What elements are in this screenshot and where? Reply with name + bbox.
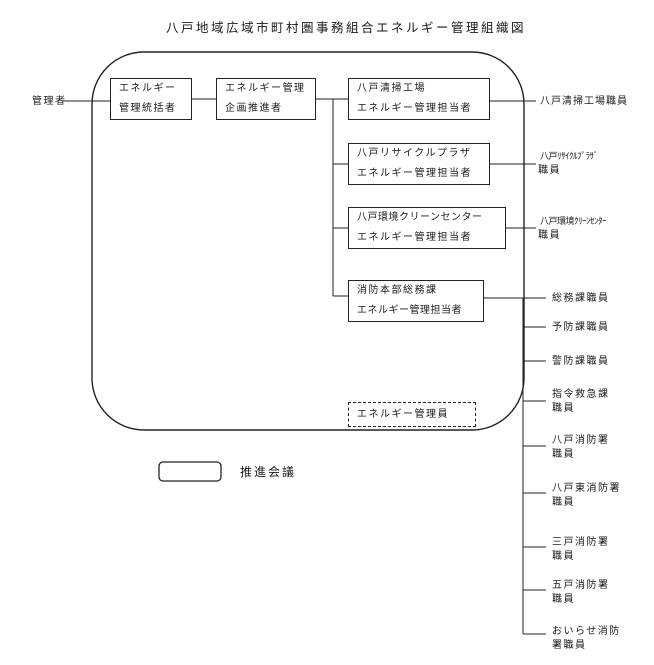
shobo-box: 消防本部総務課 エネルギー管理担当者 — [348, 280, 484, 322]
kankyo-line1: 八戸環境クリーンセンター — [357, 212, 483, 223]
fire-dept-label: 職員 — [552, 403, 575, 414]
kankyo-line2: エネルギー管理担当者 — [357, 232, 472, 243]
diagram-title: 八戸地域広域市町村圏事務組合エネルギー管理組織図 — [166, 20, 527, 35]
seiso-line2: エネルギー管理担当者 — [357, 103, 472, 114]
fire-dept-label: 予防課職員 — [552, 322, 610, 333]
supervisor-box: エネルギー 管理統括者 — [110, 78, 192, 120]
fire-dept-label: 職員 — [552, 551, 575, 562]
energy-manager-staff-box: エネルギー管理員 — [348, 402, 476, 427]
fire-dept-label: 総務課職員 — [552, 293, 610, 304]
shobo-line2: エネルギー管理担当者 — [357, 305, 462, 316]
kankyo-box: 八戸環境クリーンセンター エネルギー管理担当者 — [348, 207, 506, 249]
recycle-box: 八戸リサイクルプラザ エネルギー管理担当者 — [348, 143, 490, 185]
kankyo-staff-line1: 八戸環境ｸﾘｰﾝｾﾝﾀｰ — [540, 217, 607, 227]
council-frame — [91, 51, 525, 431]
fire-dept-label: 職員 — [552, 497, 575, 508]
promoter-line2: 企画推進者 — [225, 103, 283, 114]
recycle-staff-line2: 職員 — [538, 165, 561, 176]
fire-dept-label: 八戸東消防署 — [552, 483, 621, 494]
fire-dept-label: おいらせ消防 — [552, 626, 621, 637]
fire-dept-label: 署職員 — [552, 640, 587, 651]
seiso-box: 八戸清掃工場 エネルギー管理担当者 — [348, 78, 490, 120]
promoter-line1: エネルギー管理 — [225, 83, 306, 94]
recycle-staff-line1: 八戸ﾘｻｲｸﾙﾌﾟﾗｻﾞ — [540, 152, 599, 162]
fire-dept-label: 八戸消防署 — [552, 435, 610, 446]
recycle-line1: 八戸リサイクルプラザ — [357, 148, 472, 159]
energy-manager-staff-label: エネルギー管理員 — [357, 409, 449, 420]
fire-dept-label: 三戸消防署 — [552, 537, 610, 548]
manager-label: 管理者 — [32, 96, 67, 107]
shobo-line1: 消防本部総務課 — [357, 285, 438, 296]
supervisor-line2: 管理統括者 — [119, 103, 177, 114]
seiso-staff-label: 八戸清掃工場職員 — [540, 96, 628, 107]
recycle-line2: エネルギー管理担当者 — [357, 168, 472, 179]
fire-dept-label: 職員 — [552, 594, 575, 605]
seiso-line1: 八戸清掃工場 — [357, 83, 426, 94]
legend-label: 推進会議 — [240, 465, 297, 479]
legend-swatch — [158, 461, 222, 482]
kankyo-staff-line2: 職員 — [538, 230, 561, 241]
supervisor-line1: エネルギー — [119, 83, 177, 94]
fire-dept-label: 警防課職員 — [552, 356, 610, 367]
promoter-box: エネルギー管理 企画推進者 — [216, 78, 316, 120]
fire-dept-label: 職員 — [552, 449, 575, 460]
fire-dept-label: 五戸消防署 — [552, 580, 610, 591]
fire-dept-label: 指令救急課 — [552, 389, 610, 400]
